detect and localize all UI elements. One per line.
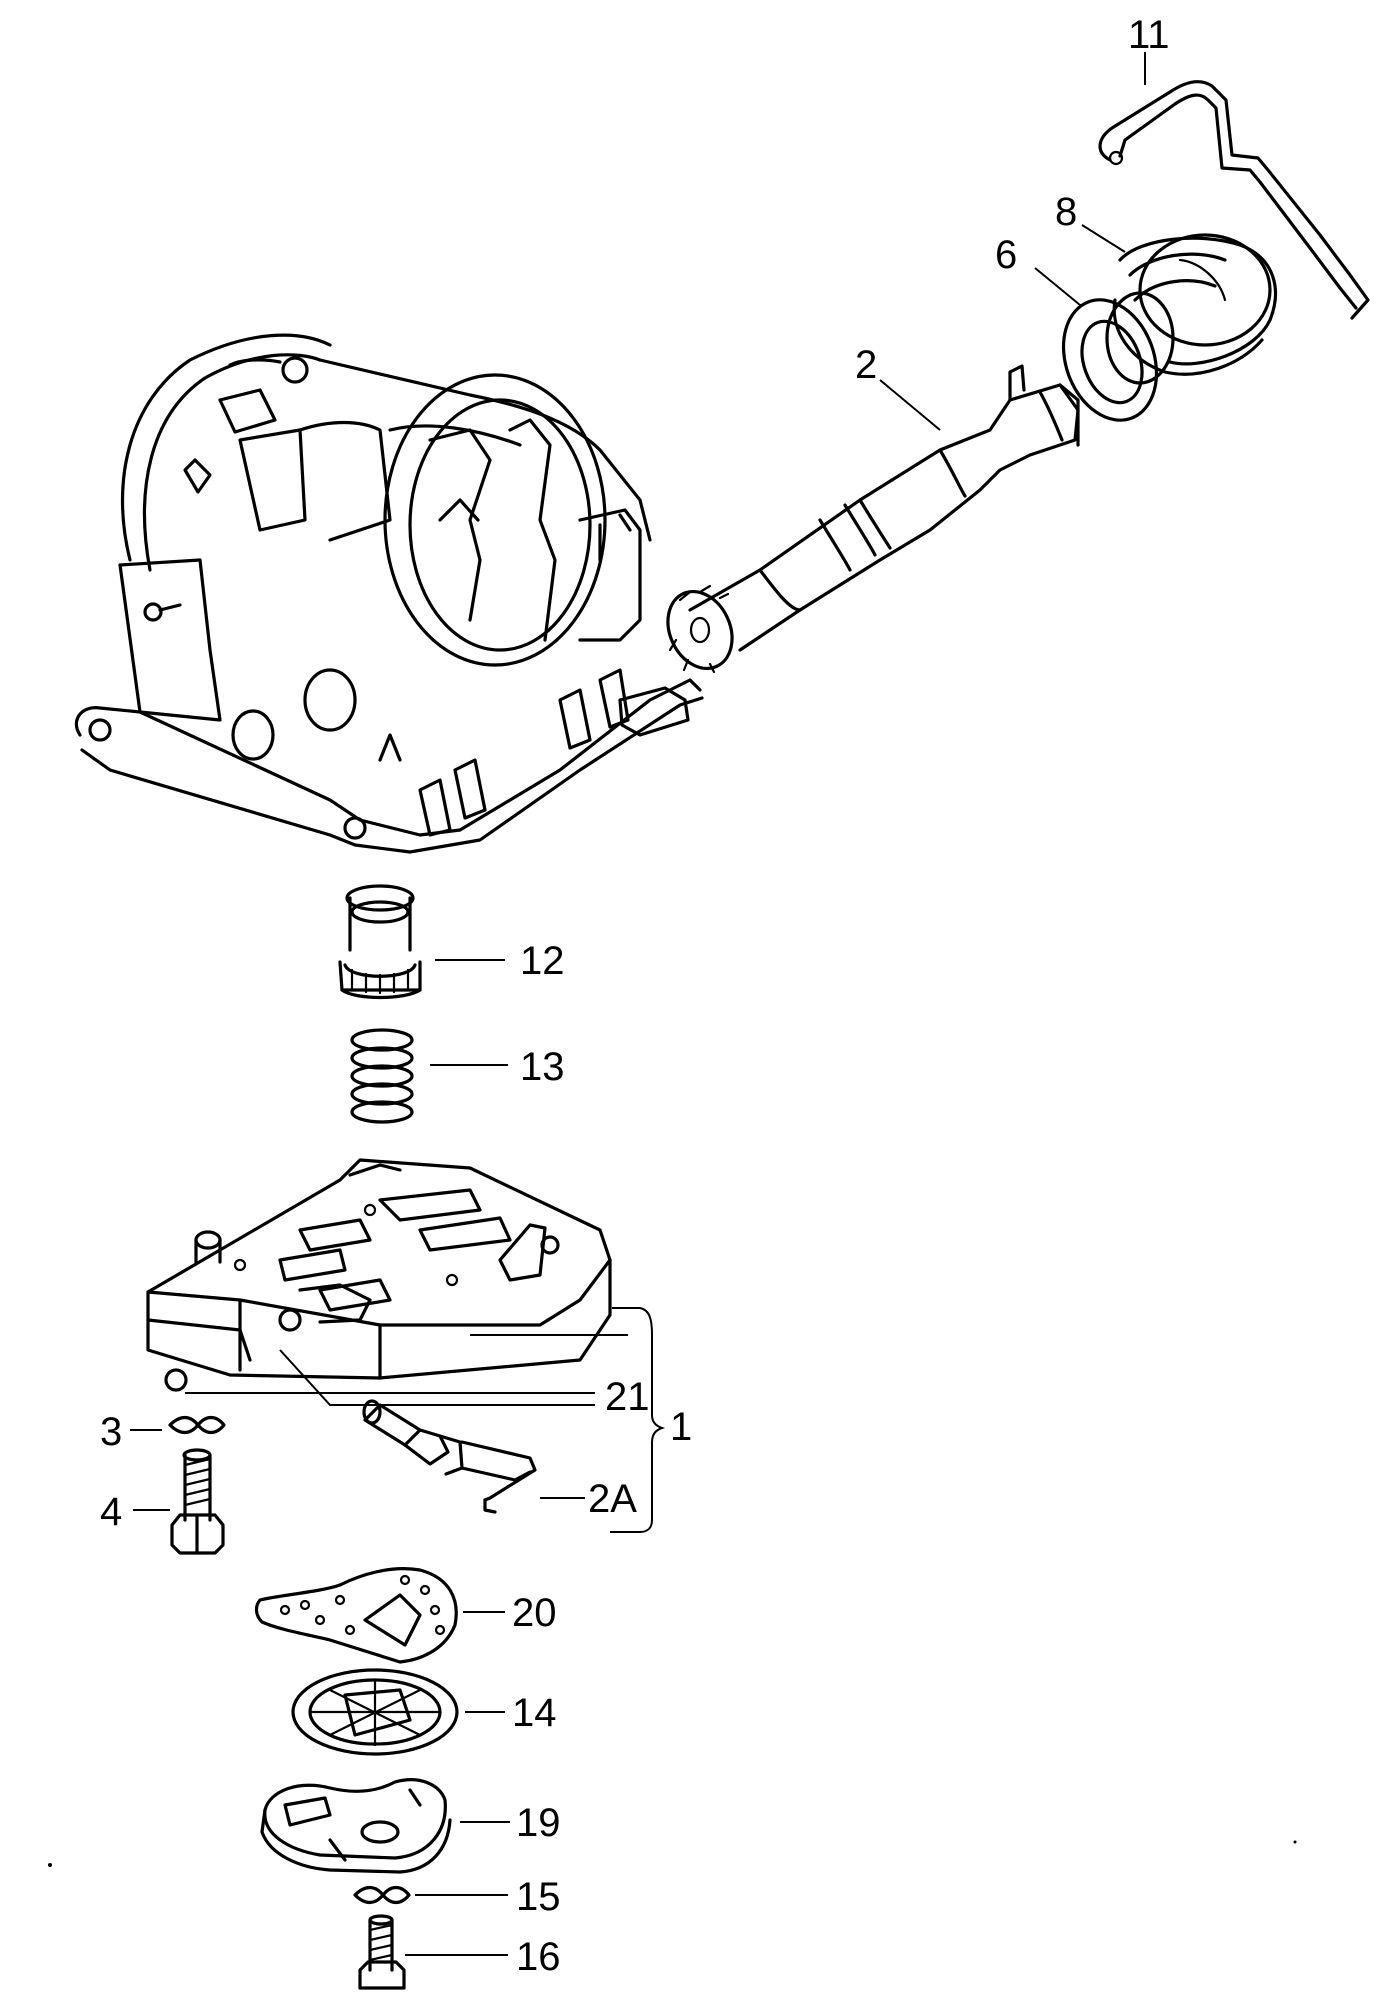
callout-labels: 11 8 6 2 12 13 21 1 3 4 2A 20 14 19 15 1… <box>100 13 1170 1979</box>
callout-4: 4 <box>100 1490 122 1534</box>
part-20-gasket <box>254 1567 458 1664</box>
callout-3: 3 <box>100 1410 122 1454</box>
callout-2a: 2A <box>588 1477 637 1521</box>
part-13-spring <box>350 1028 414 1124</box>
part-2a-selector-rod <box>362 1399 537 1514</box>
callout-21: 21 <box>605 1375 650 1419</box>
stray-dot <box>48 1863 52 1867</box>
part-1-valve-body <box>146 1158 612 1380</box>
part-3-spring-washer <box>168 1415 226 1435</box>
callout-11: 11 <box>1128 13 1170 57</box>
callout-8: 8 <box>1055 190 1077 234</box>
callout-14: 14 <box>512 1691 557 1735</box>
part-14-filter-screen <box>291 1668 459 1756</box>
stray-dot <box>1293 1840 1297 1844</box>
callout-20: 20 <box>512 1591 557 1635</box>
part-11-bent-pipe <box>1098 80 1370 320</box>
callout-12: 12 <box>520 939 565 983</box>
callout-19: 19 <box>516 1801 561 1845</box>
callout-16: 16 <box>516 1935 561 1979</box>
callout-1: 1 <box>670 1405 692 1449</box>
callout-6: 6 <box>995 233 1017 277</box>
part-19-oil-pan <box>260 1778 452 1874</box>
part-15-washer <box>353 1885 411 1905</box>
part-6-gasket-ring <box>1061 298 1159 422</box>
part-2-input-shaft <box>666 364 1080 674</box>
callout-2: 2 <box>855 343 877 387</box>
callout-15: 15 <box>516 1875 561 1919</box>
leader-lines <box>130 52 1146 1956</box>
part-4-bolt <box>170 1448 225 1555</box>
part-8-rubber-boot <box>1105 233 1277 385</box>
callout-13: 13 <box>520 1045 565 1089</box>
transmission-housing <box>74 333 704 854</box>
part-12-valve-piston <box>338 884 422 1000</box>
part-16-bolt <box>358 1914 406 1990</box>
part-21-check-ball <box>164 1368 188 1392</box>
